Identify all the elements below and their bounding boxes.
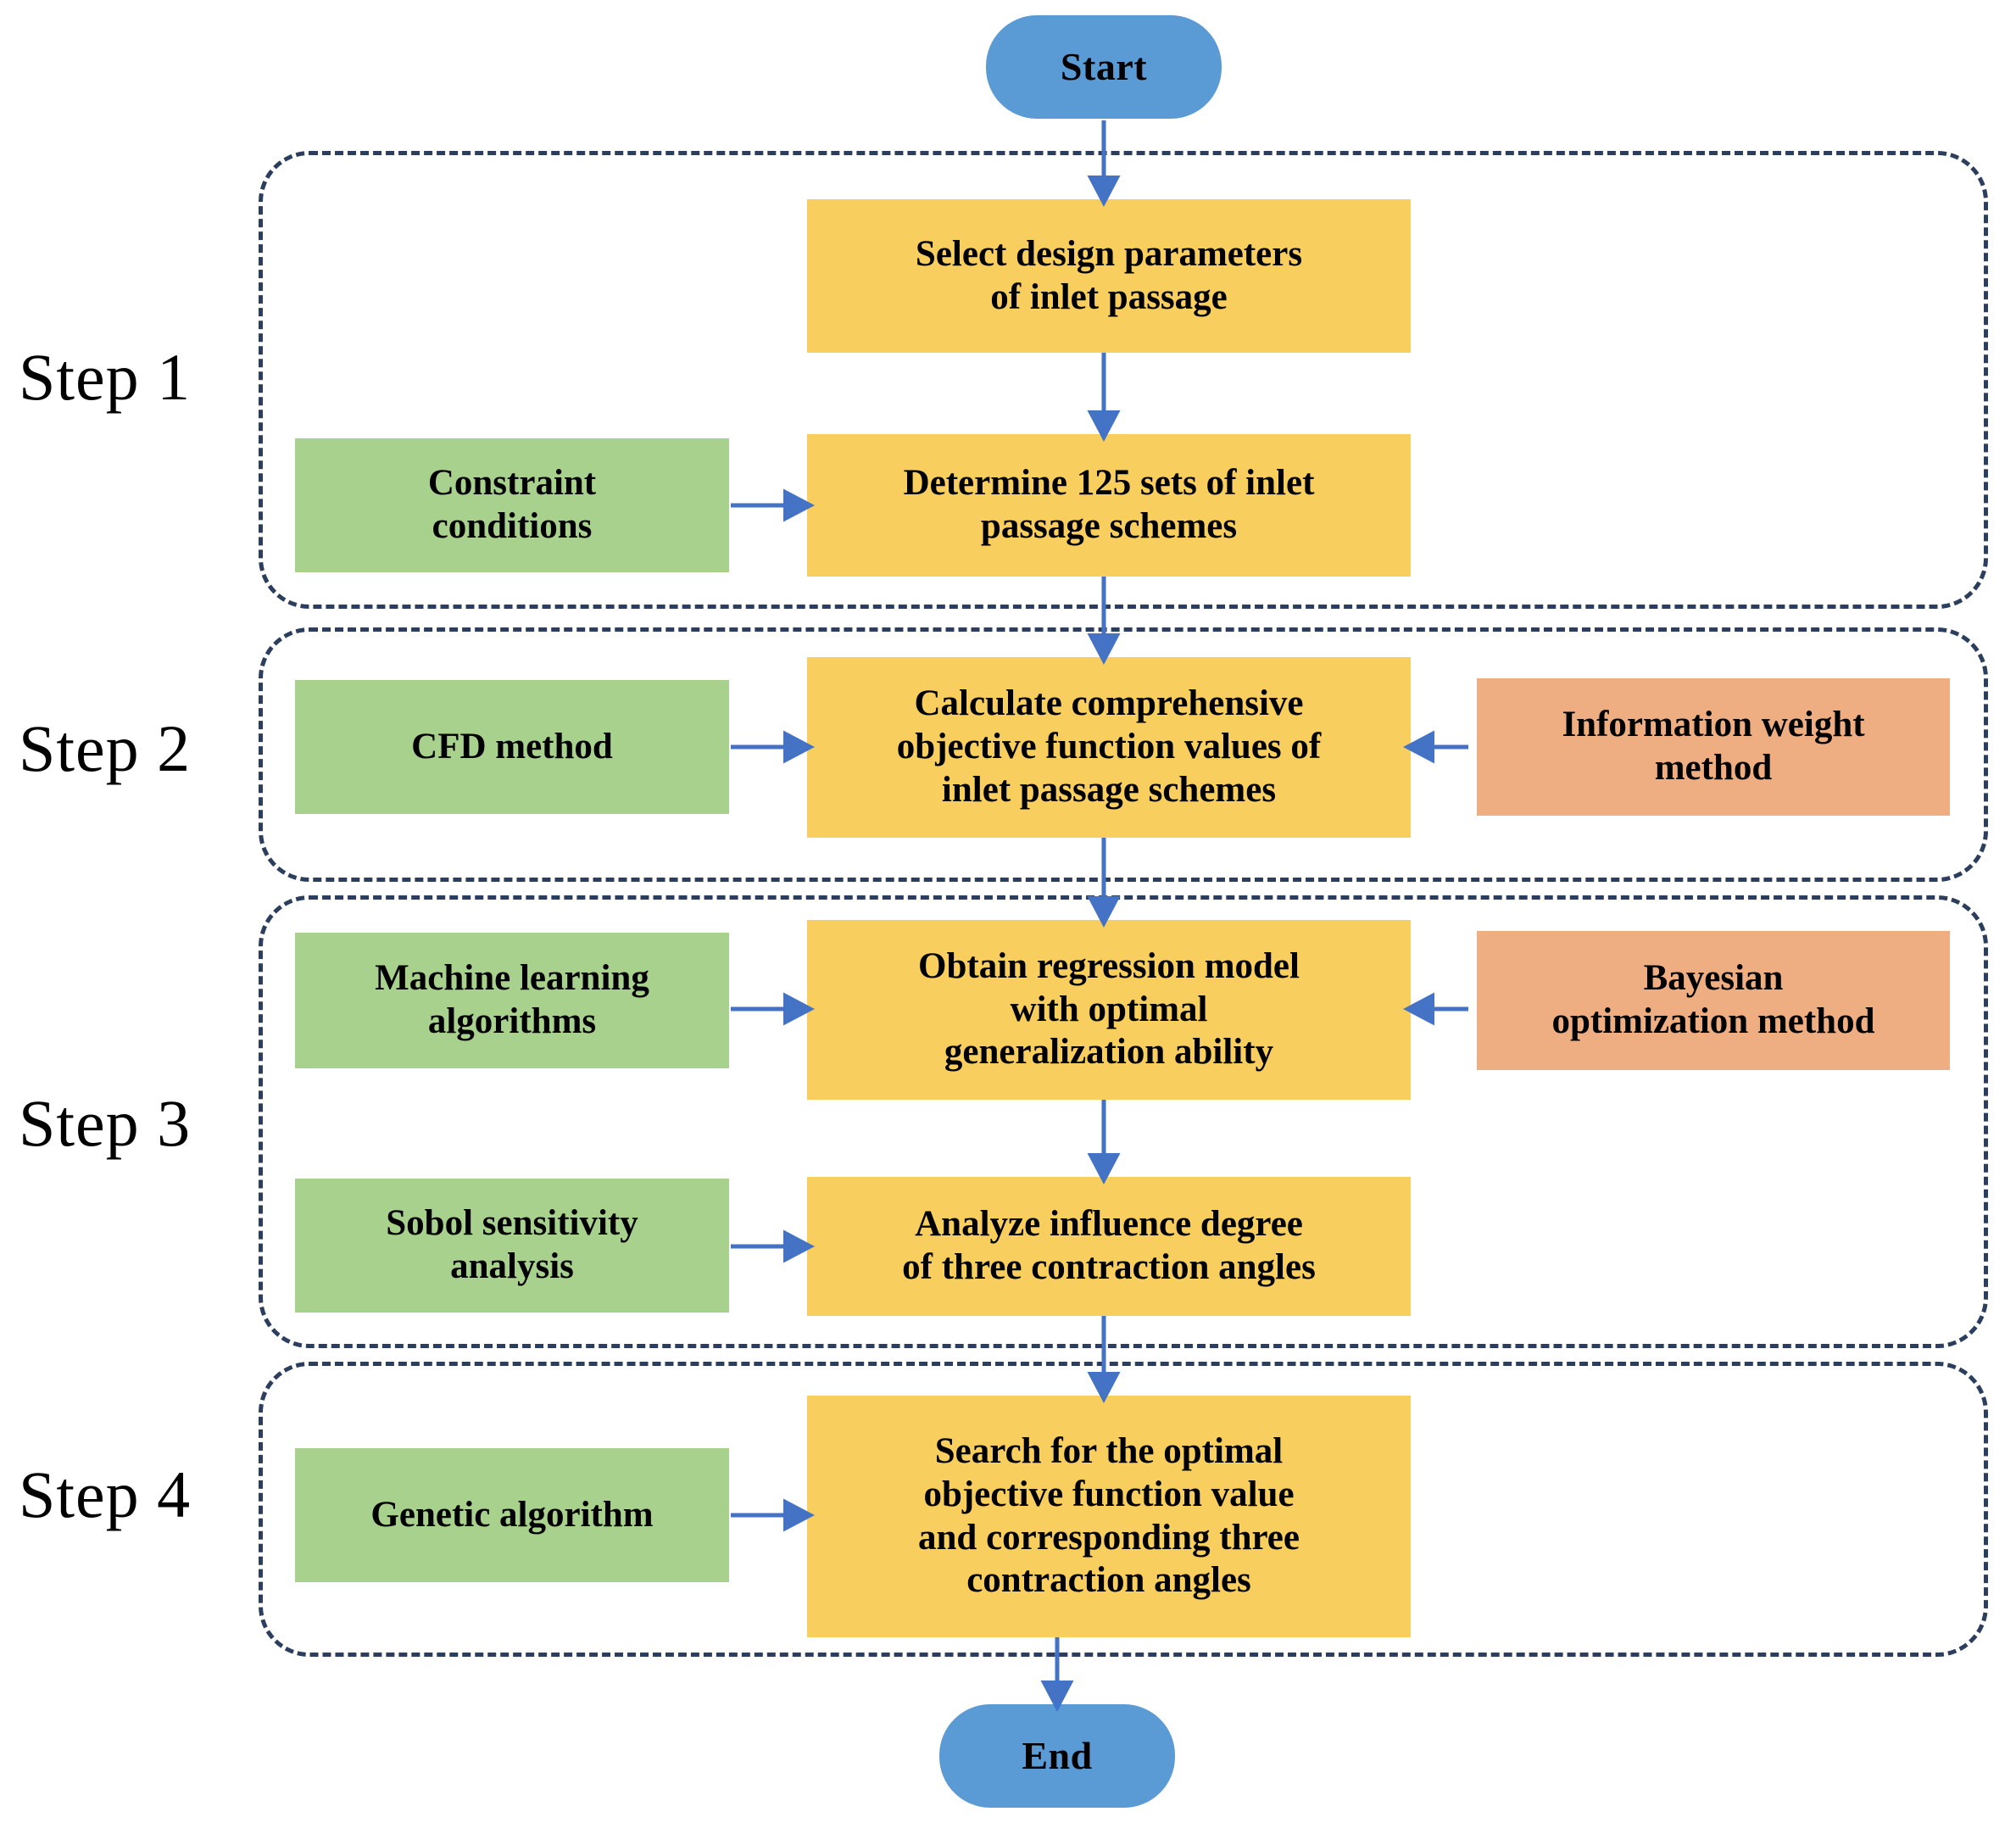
step-label-2: Step 2 [19,711,192,785]
step-4-group [259,1362,1988,1657]
end-label: End [1022,1733,1093,1777]
start-label: Start [1060,44,1148,88]
step-1-group [259,151,1988,609]
step-label-3: Step 3 [19,1086,192,1160]
end-terminal[interactable]: End [939,1704,1175,1808]
start-terminal[interactable]: Start [986,15,1222,119]
node-genetic-algorithm[interactable]: Genetic algorithm [295,1448,729,1582]
step-2-group [259,627,1988,882]
node-label: CFD method [411,726,613,766]
node-label: Genetic algorithm [370,1494,654,1535]
step-label-1: Step 1 [19,340,192,414]
node-cfd-method[interactable]: CFD method [295,680,729,814]
step-label-4: Step 4 [19,1458,192,1531]
step-3-group [259,895,1988,1348]
